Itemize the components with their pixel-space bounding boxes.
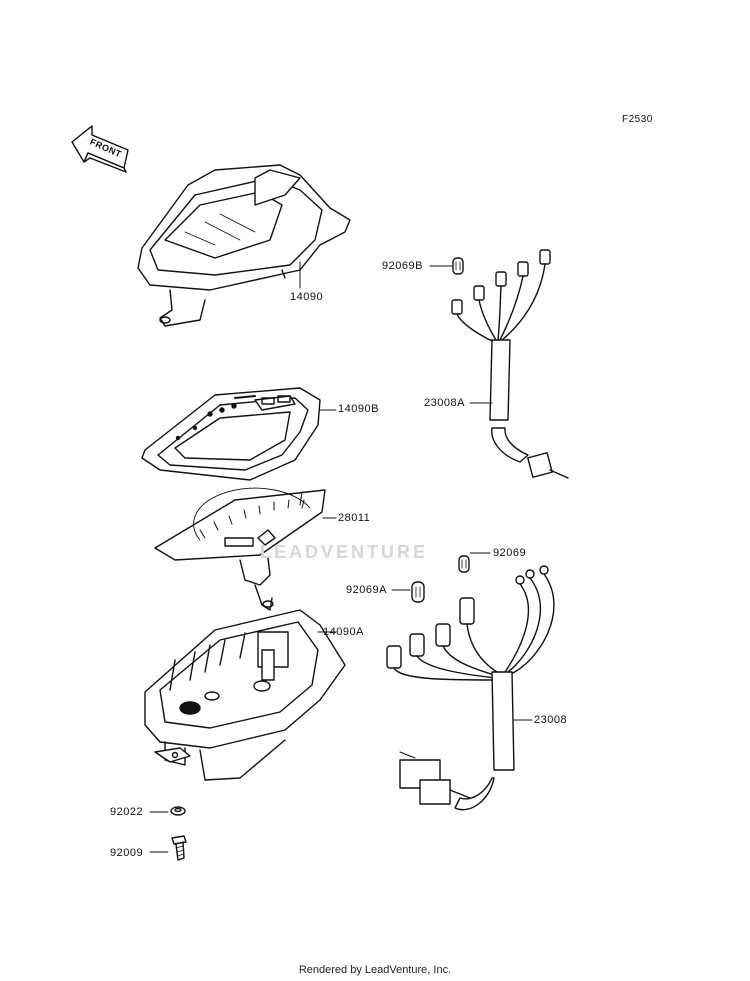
- front-arrow-icon: [71, 125, 129, 173]
- footer-credit: Rendered by LeadVenture, Inc.: [298, 964, 452, 976]
- part-label-92069[interactable]: 92069: [493, 547, 527, 559]
- part-label-14090A[interactable]: 14090A: [323, 626, 364, 638]
- bulb-92069[interactable]: [458, 555, 470, 573]
- part-label-23008A[interactable]: 23008A: [424, 397, 465, 409]
- part-label-14090[interactable]: 14090: [290, 291, 324, 303]
- wire-harness-23008[interactable]: [386, 565, 555, 811]
- figure-code: F2530: [622, 114, 653, 125]
- meter-lens-14090B[interactable]: [141, 387, 321, 481]
- meter-face-28011[interactable]: [154, 487, 326, 611]
- meter-cover-14090[interactable]: [137, 164, 351, 327]
- washer-92022[interactable]: [170, 806, 186, 816]
- part-label-92009[interactable]: 92009: [110, 847, 144, 859]
- part-label-92069B[interactable]: 92069B: [382, 260, 423, 272]
- bulb-92069A[interactable]: [411, 581, 425, 603]
- part-label-92022[interactable]: 92022: [110, 806, 144, 818]
- wire-harness-23008A[interactable]: [451, 249, 569, 479]
- part-label-23008[interactable]: 23008: [534, 714, 568, 726]
- bulb-92069B[interactable]: [452, 257, 464, 275]
- part-label-28011[interactable]: 28011: [338, 512, 371, 524]
- screw-92009[interactable]: [171, 835, 187, 861]
- meter-housing-14090A[interactable]: [144, 609, 346, 781]
- watermark: LEADVENTURE: [260, 542, 429, 562]
- part-label-14090B[interactable]: 14090B: [338, 403, 379, 415]
- part-label-92069A[interactable]: 92069A: [346, 584, 387, 596]
